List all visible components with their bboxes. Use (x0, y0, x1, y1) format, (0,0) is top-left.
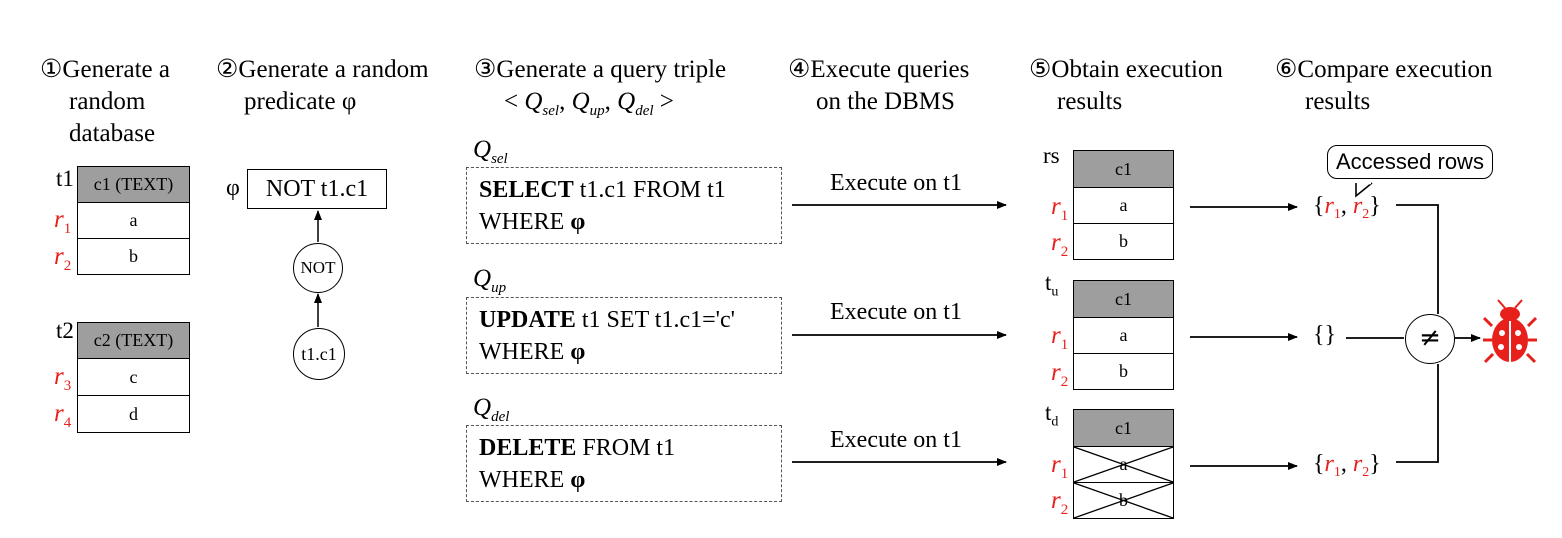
query-update-box: UPDATE t1 SET t1.c1='c' WHERE φ (466, 297, 782, 374)
tree-node-column: t1.c1 (293, 328, 345, 380)
step-4-heading: ④Execute queries on the DBMS (788, 56, 970, 115)
td-label-r2: r2 (1051, 487, 1069, 518)
execute-label-update: Execute on t1 (830, 299, 962, 325)
table-t2: c2 (TEXT) c d (77, 322, 190, 433)
result-tu-cell: b (1073, 353, 1174, 390)
row-label-r4: r4 (54, 400, 72, 431)
tree-node-not: NOT (293, 243, 343, 293)
result-tu-name: tu (1045, 270, 1059, 300)
query-up-name: Qup (473, 265, 507, 296)
tu-label-r2: r2 (1051, 359, 1069, 390)
table-t1-cell: b (77, 238, 190, 275)
result-td-header: c1 (1073, 409, 1174, 447)
table-t1-cell: a (77, 202, 190, 239)
table-t1-header: c1 (TEXT) (77, 166, 190, 203)
step-3-heading: ③Generate a query triple < Qsel, Qup, Qd… (474, 54, 726, 127)
tu-label-r1: r1 (1051, 322, 1069, 353)
accessed-set-td: {r1, r2} (1313, 451, 1381, 480)
result-td-name: td (1045, 400, 1059, 430)
result-rs-cell: a (1073, 187, 1174, 224)
predicate-symbol: φ (226, 175, 240, 201)
result-tu-header: c1 (1073, 280, 1174, 318)
step-2-heading: ②Generate a random predicate φ (216, 56, 429, 115)
step-6-heading: ⑥Compare execution results (1275, 56, 1493, 115)
row-label-r1: r1 (54, 206, 72, 237)
compare-line-top (1396, 204, 1439, 314)
table-t1-name: t1 (56, 166, 74, 191)
compare-not-equal: ≠ (1405, 314, 1455, 364)
table-t2-name: t2 (56, 318, 74, 343)
step-1-heading: ①Generate a random database (40, 56, 170, 147)
accessed-set-tu: {} (1313, 322, 1337, 348)
query-sel-name: Qsel (473, 136, 508, 167)
accessed-set-rs: {r1, r2} (1313, 193, 1381, 222)
predicate-expression: NOT t1.c1 (247, 169, 387, 209)
row-label-r3: r3 (54, 363, 72, 394)
result-rs-cell: b (1073, 223, 1174, 260)
row-label-r2: r2 (54, 243, 72, 274)
accessed-rows-callout: Accessed rows (1327, 145, 1493, 179)
rs-label-r2: r2 (1051, 229, 1069, 260)
result-rs-header: c1 (1073, 150, 1174, 188)
rs-label-r1: r1 (1051, 193, 1069, 224)
execute-label-delete: Execute on t1 (830, 427, 962, 453)
compare-line-bottom (1396, 364, 1439, 463)
query-triple: < Qsel, Qup, Qdel > (504, 88, 674, 119)
query-delete-box: DELETE FROM t1 WHERE φ (466, 425, 782, 502)
query-del-name: Qdel (473, 394, 510, 425)
table-t1: c1 (TEXT) a b (77, 166, 190, 275)
bug-icon (1482, 299, 1538, 364)
table-t2-cell: d (77, 395, 190, 433)
td-label-r1: r1 (1051, 451, 1069, 482)
callout-pointer (1355, 182, 1373, 198)
result-table-rs: c1 a b (1073, 150, 1174, 260)
execute-label-select: Execute on t1 (830, 170, 962, 196)
deleted-row-cross (1073, 446, 1174, 519)
result-rs-name: rs (1043, 143, 1060, 168)
step-5-heading: ⑤Obtain execution results (1029, 56, 1223, 115)
result-table-tu: c1 a b (1073, 280, 1174, 390)
query-select-box: SELECT t1.c1 FROM t1 WHERE φ (466, 167, 782, 244)
